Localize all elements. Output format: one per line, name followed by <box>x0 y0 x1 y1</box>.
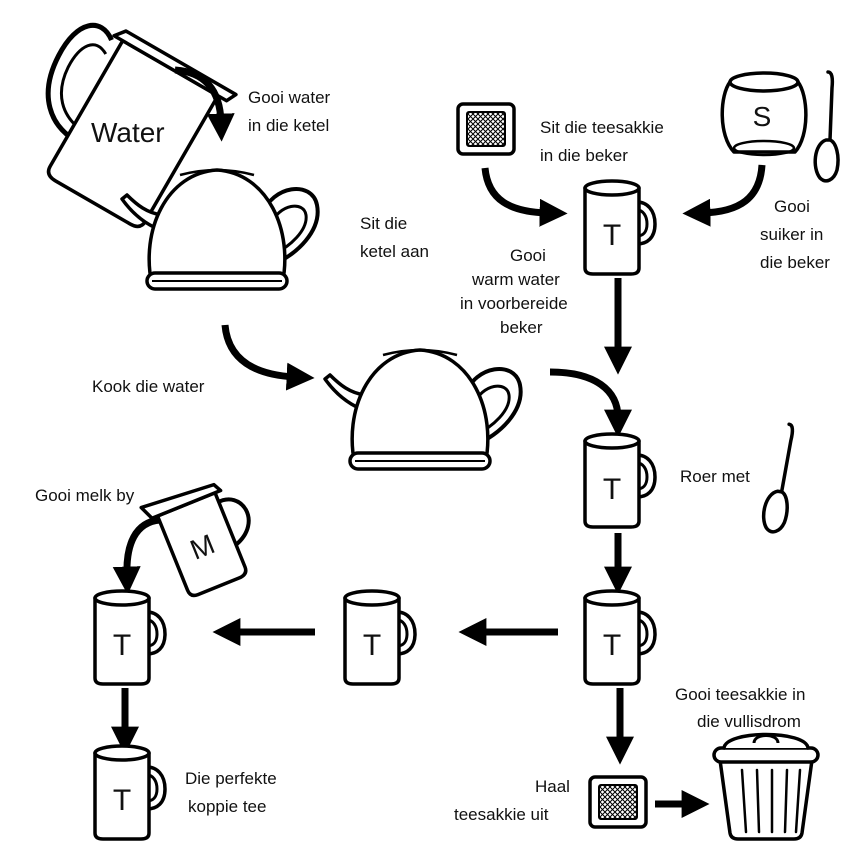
label-teabag-in: Sit die teesakkie in die beker <box>540 118 669 165</box>
stir-spoon-icon <box>759 420 801 536</box>
removed-teabag-icon <box>588 775 648 829</box>
label-discard-teabag: Gooi teesakkie in die vullisdrom <box>675 685 810 731</box>
label-stir: Roer met <box>680 467 750 486</box>
mug-middle-icon: T <box>343 589 417 686</box>
label-perfect-tea: Die perfekte koppie tee <box>185 769 281 816</box>
arrow-jug-to-kettle <box>174 66 235 142</box>
trash-bin-icon <box>712 732 820 841</box>
mug-stirred-icon: T <box>583 589 657 686</box>
mug-letter: T <box>113 784 131 817</box>
mug-letter: T <box>603 219 621 252</box>
label-boil: Kook die water <box>92 377 205 396</box>
arrow-teabag-to-mug <box>481 167 568 227</box>
mug-prepared-icon: T <box>583 179 657 276</box>
milk-jug-icon: M <box>139 482 251 598</box>
arrow-kettle-to-mug <box>549 368 632 438</box>
mug-stir-icon: T <box>583 432 657 529</box>
label-add-sugar: Gooi suiker in die beker <box>760 197 830 272</box>
mug-letter: T <box>363 629 381 662</box>
jug-water-label: Water <box>91 117 165 148</box>
arrow-milk-to-mug <box>112 516 161 595</box>
kettle-boiling-icon <box>323 348 523 471</box>
mug-final-icon: T <box>93 744 167 841</box>
arrow-sugar-to-mug <box>682 164 766 227</box>
sugar-bowl-icon: S <box>720 71 808 157</box>
label-pour-water: Gooi water in die ketel <box>248 88 335 135</box>
mug-letter: T <box>603 473 621 506</box>
label-warm-water: Gooi warm water in voorbereide beker <box>460 246 572 337</box>
arrow-kettle-to-boil <box>221 324 315 391</box>
label-kettle-on: Sit die ketel aan <box>360 214 429 261</box>
mug-letter: T <box>603 629 621 662</box>
label-remove-teabag: Haal teesakkie uit <box>454 777 575 824</box>
teabag-icon <box>456 102 516 156</box>
label-add-milk: Gooi melk by <box>35 486 135 505</box>
sugar-letter: S <box>753 101 772 132</box>
mug-letter: T <box>113 629 131 662</box>
spoon-icon <box>813 70 840 183</box>
mug-milk-icon: T <box>93 589 167 686</box>
